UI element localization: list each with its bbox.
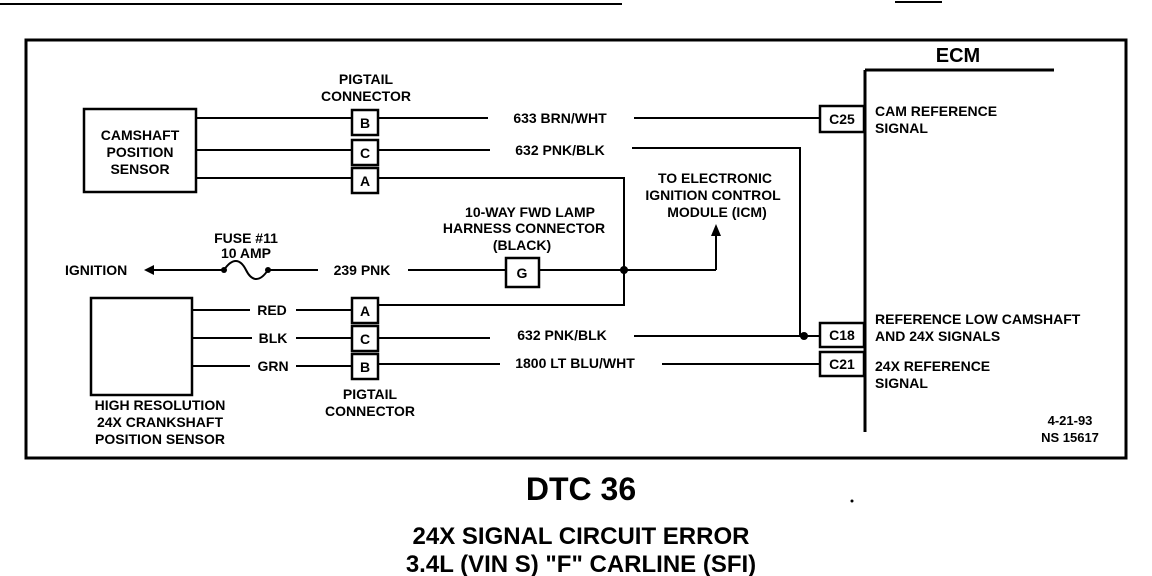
lamp-connector-pin-box — [504, 256, 541, 289]
lamp-harness-connector: 10-WAY FWD LAMP HARNESS CONNECTOR (BLACK… — [443, 204, 605, 289]
icm-note: TO ELECTRONIC IGNITION CONTROL MODULE (I… — [645, 170, 781, 220]
ignition-label: IGNITION — [65, 262, 127, 278]
pigtail-top-pin-box — [350, 138, 380, 167]
scan-speck — [850, 499, 854, 503]
pigtail-top-pin-label: B — [360, 115, 370, 131]
diagram-frame — [24, 38, 1128, 460]
icm-note-label-1: TO ELECTRONIC — [658, 170, 772, 186]
wire-1800-label: 1800 LT BLU/WHT — [515, 355, 635, 371]
ns-code: NS 15617 — [1041, 430, 1099, 445]
dtc-subtitle-1: 24X SIGNAL CIRCUIT ERROR — [413, 523, 750, 550]
pigtail-top-pin-label: A — [360, 173, 370, 189]
camshaft-sensor-label-1: CAMSHAFT — [101, 127, 180, 143]
icm-note-label-3: MODULE (ICM) — [667, 204, 767, 220]
pigtail-top-label-2: CONNECTOR — [321, 88, 411, 104]
pin-label-c18: C18 — [829, 327, 855, 343]
pigtail-top-pin-label: C — [360, 145, 370, 161]
pigtail-top-pin-box — [350, 108, 380, 137]
c21-signal-label-1: 24X REFERENCE — [875, 358, 990, 374]
crank-wire-red-label: RED — [257, 302, 287, 318]
wire-pin-a-loop — [378, 177, 625, 306]
pin-label-c25: C25 — [829, 111, 855, 127]
icm-arrow-icon — [711, 224, 721, 236]
crankshaft-sensor-box — [89, 296, 194, 397]
lamp-connector-pin-label: G — [517, 265, 528, 281]
pin-box-c18 — [818, 321, 866, 349]
camshaft-sensor-label-2: POSITION — [107, 144, 174, 160]
wire-632-bottom-label: 632 PNK/BLK — [517, 327, 606, 343]
pigtail-bottom-pin-box — [350, 296, 380, 325]
wire-239: 239 PNK — [268, 224, 721, 278]
camshaft-position-sensor: CAMSHAFT POSITION SENSOR — [82, 107, 198, 194]
ignition-source: IGNITION — [65, 262, 224, 278]
crankshaft-sensor-label-3: POSITION SENSOR — [95, 431, 225, 447]
ecm-pin-c25: C25 CAM REFERENCE SIGNAL — [818, 103, 997, 136]
crank-wire-blk: BLK — [192, 330, 352, 346]
pigtail-bottom-label-1: PIGTAIL — [343, 386, 398, 402]
wire-633: 633 BRN/WHT — [378, 110, 820, 126]
pigtail-bottom-label-2: CONNECTOR — [325, 403, 415, 419]
dtc-title: DTC 36 — [526, 471, 636, 507]
wire-632-bottom: 632 PNK/BLK — [378, 327, 820, 343]
c25-signal-label-2: SIGNAL — [875, 120, 928, 136]
wire-splice-dot — [800, 332, 808, 340]
wire-239-label: 239 PNK — [334, 262, 391, 278]
pin-label-c21: C21 — [829, 356, 855, 372]
ignition-arrow-icon — [144, 265, 154, 275]
pigtail-connector-bottom: A C B PIGTAIL CONNECTOR — [325, 296, 415, 419]
fuse-label-2: 10 AMP — [221, 245, 271, 261]
lamp-connector-label-3: (BLACK) — [493, 237, 551, 253]
wire-632-top-label: 632 PNK/BLK — [515, 142, 604, 158]
c25-signal-label-1: CAM REFERENCE — [875, 103, 997, 119]
ecm-pin-c18: C18 REFERENCE LOW CAMSHAFT AND 24X SIGNA… — [818, 311, 1081, 349]
wire-633-label: 633 BRN/WHT — [513, 110, 607, 126]
crank-wire-grn: GRN — [192, 358, 352, 374]
pigtail-bottom-pin-label: C — [360, 331, 370, 347]
pigtail-top-label-1: PIGTAIL — [339, 71, 394, 87]
c21-signal-label-2: SIGNAL — [875, 375, 928, 391]
ecm-pin-c21: C21 24X REFERENCE SIGNAL — [818, 350, 990, 391]
crank-wire-red: RED — [192, 302, 352, 318]
camshaft-sensor-label-3: SENSOR — [110, 161, 169, 177]
pigtail-connector-top: PIGTAIL CONNECTOR B C A — [321, 71, 411, 195]
fuse-symbol — [223, 260, 269, 280]
icm-note-label-2: IGNITION CONTROL — [645, 187, 781, 203]
crankshaft-position-sensor: HIGH RESOLUTION 24X CRANKSHAFT POSITION … — [89, 296, 226, 447]
pigtail-bottom-pin-label: B — [360, 359, 370, 375]
pigtail-bottom-pin-label: A — [360, 303, 370, 319]
crankshaft-sensor-label-2: 24X CRANKSHAFT — [97, 414, 223, 430]
crank-wire-grn-label: GRN — [257, 358, 288, 374]
wire-1800: 1800 LT BLU/WHT — [378, 355, 820, 371]
camshaft-sensor-box — [82, 107, 198, 194]
crankshaft-sensor-label-1: HIGH RESOLUTION — [95, 397, 226, 413]
crank-wire-blk-label: BLK — [259, 330, 288, 346]
fuse-label-1: FUSE #11 — [214, 230, 278, 246]
pigtail-top-pin-box — [350, 166, 380, 195]
fuse-11: FUSE #11 10 AMP — [214, 230, 278, 280]
wire-junction-dot — [620, 266, 628, 274]
c18-signal-label-1: REFERENCE LOW CAMSHAFT — [875, 311, 1081, 327]
lamp-connector-label-2: HARNESS CONNECTOR — [443, 220, 605, 236]
date-code: 4-21-93 — [1048, 413, 1093, 428]
dtc-subtitle-2: 3.4L (VIN S) "F" CARLINE (SFI) — [406, 551, 756, 576]
lamp-connector-label-1: 10-WAY FWD LAMP — [465, 204, 595, 220]
ecm-label: ECM — [936, 45, 980, 67]
c18-signal-label-2: AND 24X SIGNALS — [875, 328, 1000, 344]
wire-632-top: 632 PNK/BLK — [378, 142, 801, 336]
wire-632-top-segment — [632, 147, 801, 336]
